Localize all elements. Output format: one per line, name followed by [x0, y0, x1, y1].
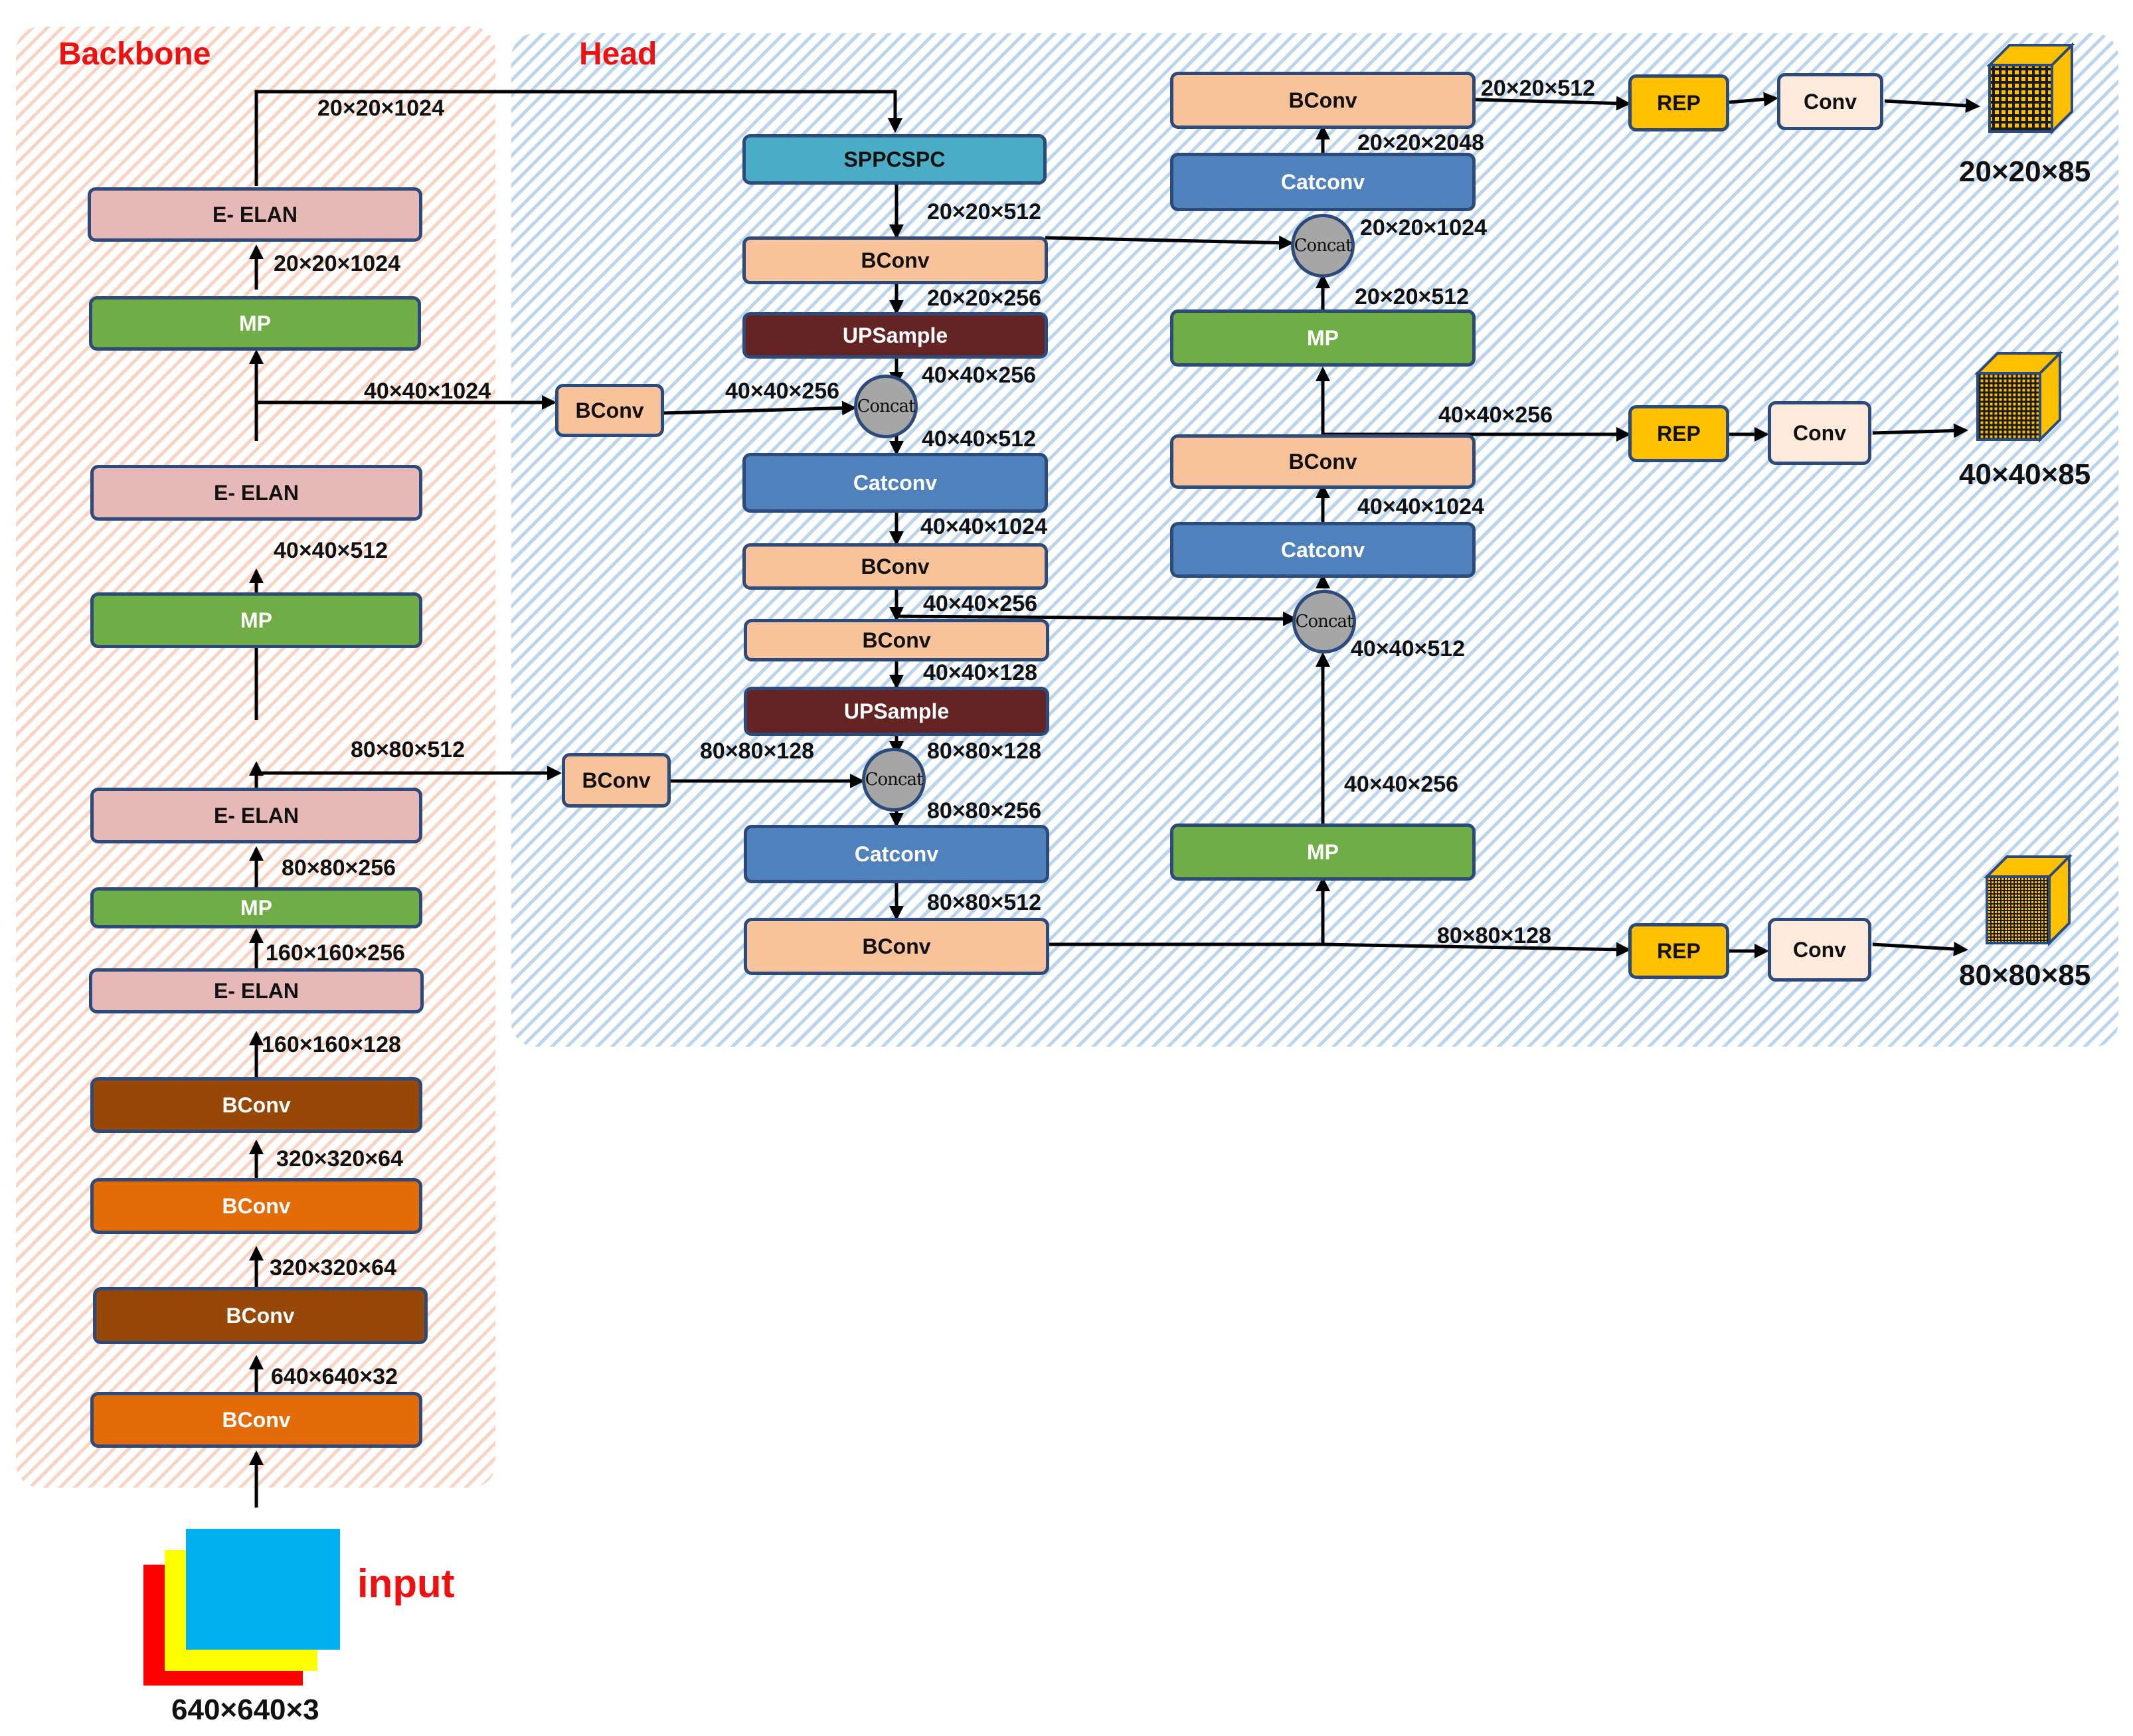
input-label: input: [357, 1561, 455, 1606]
output-cube-icon-2: [1975, 351, 2063, 443]
backbone-title: Backbone: [58, 37, 211, 72]
backbone-mp-2: MP: [90, 592, 422, 648]
dim-label: 40×40×512: [1351, 636, 1466, 661]
rep-block-3: REP: [1628, 923, 1729, 979]
right-mp-top: MP: [1170, 309, 1476, 367]
head-catconv-1: Catconv: [742, 453, 1048, 513]
right-catconv-top: Catconv: [1170, 153, 1476, 211]
dim-label: 40×40×256: [923, 591, 1038, 616]
input-layer-blue: [186, 1529, 340, 1650]
dim-label: 320×320×64: [270, 1255, 396, 1280]
dim-label: 20×20×2048: [1357, 130, 1484, 155]
dim-label: 20×20×512: [1355, 284, 1470, 309]
dim-label: 80×80×128: [700, 738, 815, 764]
conv-block-1: Conv: [1777, 73, 1883, 130]
right-bconv-top: BConv: [1170, 72, 1476, 129]
right-bconv-mid: BConv: [1170, 434, 1476, 489]
head-upsample-2: UPSample: [744, 687, 1049, 736]
backbone-mp-3: MP: [90, 887, 422, 928]
rep-block-2: REP: [1628, 405, 1729, 462]
dim-label: 80×80×512: [351, 737, 466, 762]
head-bconv-2: BConv: [742, 543, 1048, 590]
concat-node-3: Concat: [1291, 214, 1355, 278]
rep-block-1: REP: [1628, 74, 1729, 131]
dim-label: 20×20×512: [1481, 76, 1596, 101]
dim-label: 20×20×512: [927, 199, 1042, 224]
dim-label: 40×40×512: [274, 538, 388, 563]
output-size-label-3: 80×80×85: [1959, 959, 2091, 992]
concat-node-1: Concat: [854, 375, 918, 438]
backbone-bconv-1: BConv: [90, 1392, 422, 1448]
dim-label: 40×40×256: [922, 363, 1037, 388]
dim-label: 40×40×256: [725, 379, 840, 404]
dim-label: 20×20×1024: [317, 96, 444, 121]
dim-label: 40×40×1024: [1357, 494, 1484, 519]
dim-label: 20×20×256: [927, 286, 1042, 311]
right-mp-bottom: MP: [1170, 824, 1476, 881]
output-size-label-1: 20×20×85: [1959, 155, 2091, 188]
output-size-label-2: 40×40×85: [1959, 458, 2091, 491]
head-upsample-1: UPSample: [742, 312, 1048, 359]
output-cube-icon-3: [1984, 854, 2073, 946]
sppcspc-block: SPPCSPC: [742, 134, 1047, 185]
input-size-label: 640×640×3: [171, 1693, 319, 1726]
side-bconv-2: BConv: [562, 753, 671, 808]
dim-label: 160×160×128: [262, 1032, 401, 1057]
dim-label: 40×40×256: [1438, 402, 1553, 428]
dim-label: 20×20×1024: [1360, 215, 1487, 240]
head-title: Head: [579, 37, 657, 72]
backbone-bconv-3: BConv: [90, 1178, 422, 1234]
dim-label: 80×80×256: [927, 798, 1042, 824]
dim-label: 80×80×256: [282, 855, 396, 881]
side-bconv-1: BConv: [555, 384, 664, 437]
dim-label: 80×80×128: [1437, 923, 1552, 948]
backbone-e-elan-1: E- ELAN: [88, 187, 422, 242]
output-cube-icon-1: [1987, 43, 2075, 135]
head-bconv-4: BConv: [744, 918, 1049, 975]
backbone-e-elan-2: E- ELAN: [90, 465, 422, 521]
dim-label: 40×40×512: [922, 426, 1037, 452]
head-bconv-1: BConv: [742, 236, 1048, 284]
dim-label: 80×80×128: [927, 738, 1042, 764]
dim-label: 80×80×512: [927, 890, 1042, 915]
right-catconv-mid: Catconv: [1170, 522, 1476, 578]
dim-label: 40×40×1024: [920, 514, 1047, 539]
backbone-bconv-4: BConv: [90, 1077, 422, 1133]
conv-block-3: Conv: [1768, 918, 1871, 982]
conv-block-2: Conv: [1768, 401, 1871, 465]
head-bconv-3: BConv: [744, 619, 1049, 661]
dim-label: 40×40×1024: [364, 379, 491, 404]
dim-label: 40×40×128: [923, 660, 1038, 685]
backbone-e-elan-3: E- ELAN: [90, 788, 422, 843]
backbone-e-elan-4: E- ELAN: [89, 968, 424, 1013]
backbone-mp-1: MP: [89, 296, 421, 351]
head-catconv-2: Catconv: [744, 825, 1049, 883]
backbone-bconv-2: BConv: [93, 1287, 428, 1344]
dim-label: 40×40×256: [1344, 772, 1459, 797]
concat-node-2: Concat: [862, 748, 926, 812]
dim-label: 640×640×32: [271, 1364, 398, 1389]
dim-label: 320×320×64: [276, 1146, 403, 1172]
concat-node-4: Concat: [1292, 590, 1356, 653]
dim-label: 20×20×1024: [274, 251, 400, 276]
dim-label: 160×160×256: [266, 940, 405, 966]
